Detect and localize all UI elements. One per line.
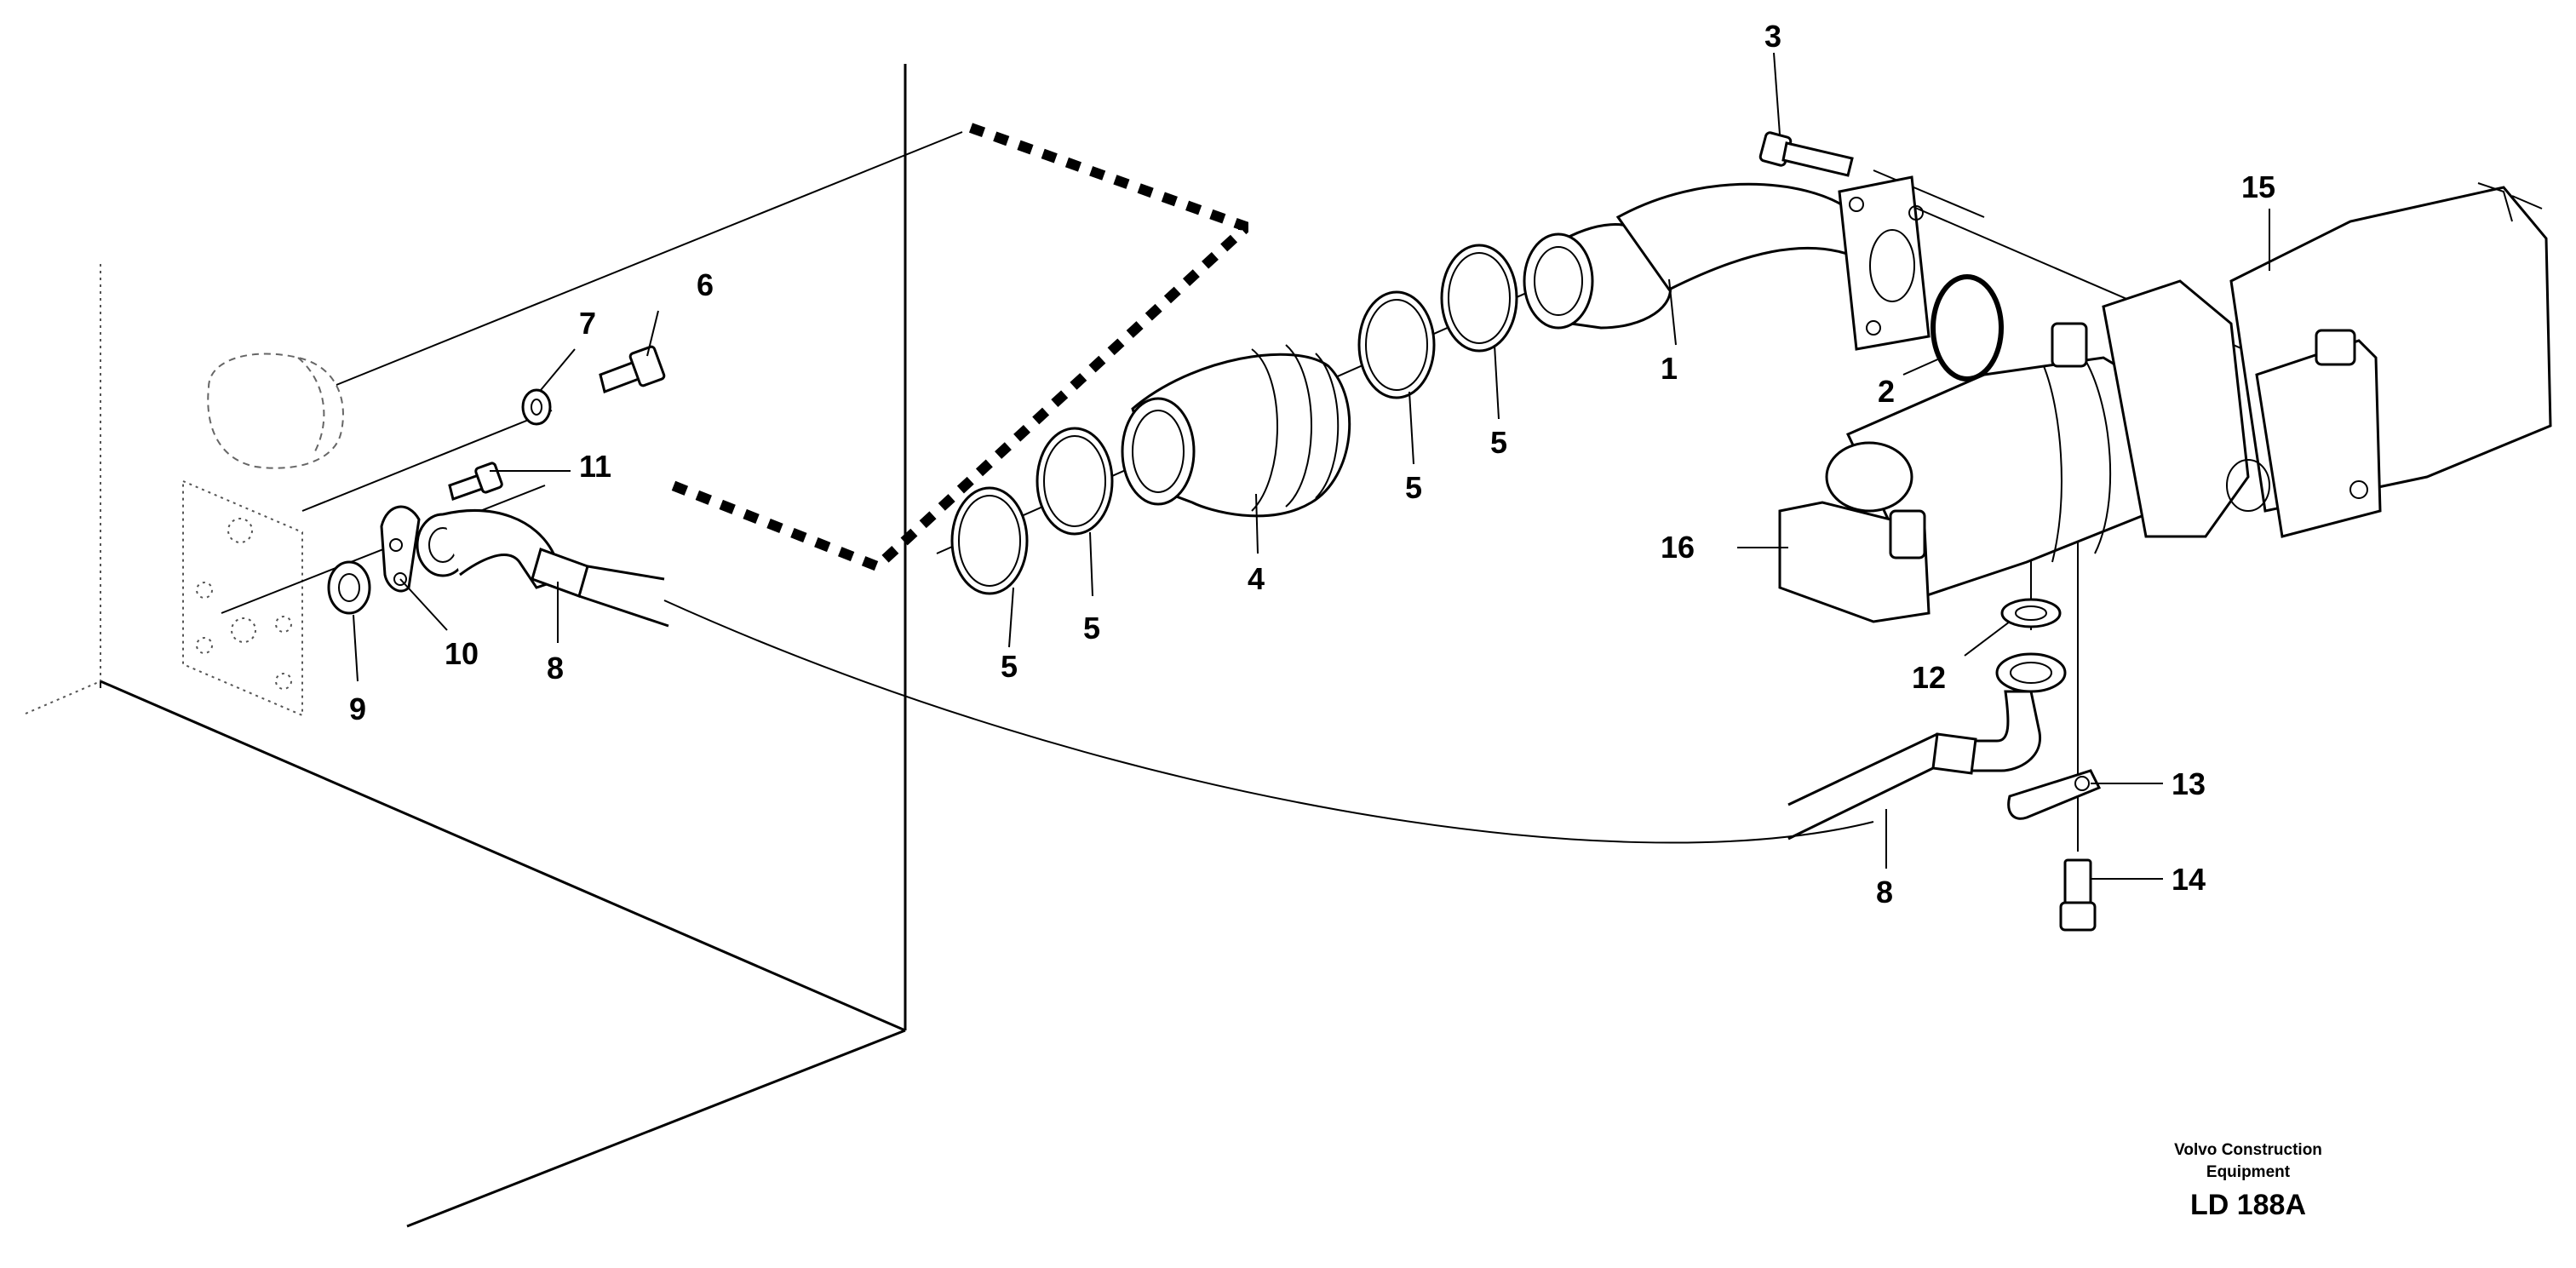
callout-1: 1 <box>1661 351 1678 386</box>
o-ring-2 <box>1931 274 2004 382</box>
callout-8-left: 8 <box>547 651 564 686</box>
bolt-11 <box>448 462 503 501</box>
flange-10 <box>380 505 421 593</box>
clamp-5a <box>950 486 1029 595</box>
callout-8-right: 8 <box>1876 875 1893 909</box>
callout-12: 12 <box>1912 660 1946 695</box>
hose-4 <box>1121 344 1351 518</box>
callout-4: 4 <box>1248 561 1265 596</box>
drawing-code: LD 188A <box>2190 1189 2306 1221</box>
pump-16 <box>1778 322 2156 623</box>
frame-outline <box>25 64 907 1228</box>
washer-12 <box>2000 598 2062 628</box>
credit-line-2: Equipment <box>2206 1163 2291 1181</box>
callout-2: 2 <box>1878 374 1895 409</box>
motor-15 <box>2102 182 2552 538</box>
credit-block: Volvo Construction Equipment LD 188A <box>2174 1141 2322 1221</box>
clamp-5b <box>1036 427 1114 536</box>
bolt-14 <box>2059 858 2097 932</box>
callout-6: 6 <box>697 267 714 302</box>
callout-5-d: 5 <box>1490 425 1507 460</box>
callout-7: 7 <box>579 306 596 341</box>
clamp-13 <box>2007 769 2102 820</box>
callout-11: 11 <box>579 449 611 484</box>
callout-labels: 1 2 3 4 5 5 5 5 6 7 8 8 9 10 11 12 13 14… <box>349 19 2275 909</box>
callout-9: 9 <box>349 691 366 726</box>
clamp-5c <box>1357 290 1436 399</box>
ghost-cylinder <box>207 353 344 469</box>
callout-5-b: 5 <box>1083 611 1100 645</box>
callout-15: 15 <box>2241 169 2275 204</box>
callout-16: 16 <box>1661 530 1695 565</box>
dashed-hose-run <box>670 123 1248 572</box>
callout-3: 3 <box>1764 19 1781 54</box>
washer-9 <box>327 560 371 615</box>
callout-leaders <box>353 52 2270 880</box>
pipe-1 <box>1523 175 1931 351</box>
mounting-plate <box>182 479 303 717</box>
callout-5-a: 5 <box>1001 649 1018 684</box>
credit-line-1: Volvo Construction <box>2174 1141 2322 1159</box>
bolt-6 <box>599 345 666 393</box>
callout-5-c: 5 <box>1405 470 1422 505</box>
clamp-5d <box>1440 244 1518 353</box>
hose-8-right <box>1787 652 2067 841</box>
callout-14: 14 <box>2172 862 2206 897</box>
callout-13: 13 <box>2172 766 2206 801</box>
bolt-3 <box>1758 131 1854 177</box>
hose-8-left <box>416 509 669 628</box>
washer-7 <box>521 388 552 426</box>
callout-10: 10 <box>445 636 479 671</box>
